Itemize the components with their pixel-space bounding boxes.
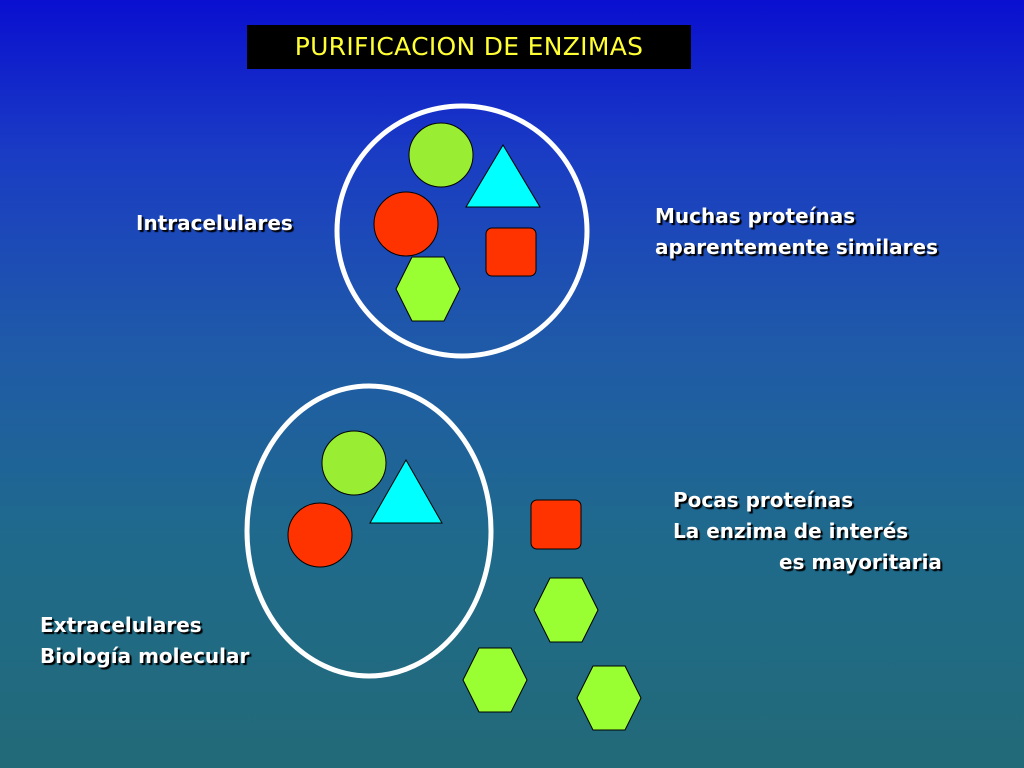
intracelulares-text: Intracelulares [136, 211, 293, 235]
red-square-top [485, 227, 537, 277]
label-muchas-proteinas: Muchas proteínas aparentemente similares [655, 201, 938, 263]
green-circle-bottom [321, 430, 387, 496]
red-square-released [530, 499, 582, 550]
pocas-line-2: La enzima de interés [673, 519, 909, 543]
red-circle-bottom [287, 502, 353, 568]
cyan-triangle-bottom [369, 458, 443, 524]
green-hexagon-released-3 [576, 665, 642, 731]
green-hexagon-released-1 [533, 577, 599, 643]
label-extracelulares: Extracelulares Biología molecular [40, 610, 249, 672]
biologia-text: Biología molecular [40, 644, 250, 668]
page-title: PURIFICACION DE ENZIMAS [247, 25, 691, 69]
pocas-line-1: Pocas proteínas [673, 488, 854, 512]
pocas-line-3: es mayoritaria [779, 550, 942, 574]
extracelulares-text: Extracelulares [40, 613, 202, 637]
muchas-line-1: Muchas proteínas [655, 204, 856, 228]
label-intracelulares: Intracelulares [136, 208, 293, 239]
muchas-line-2: aparentemente similares [655, 235, 938, 259]
cyan-triangle-top [465, 144, 541, 208]
green-hexagon-top [395, 256, 461, 322]
cell-outline-bottom [244, 383, 494, 679]
green-hexagon-released-2 [462, 647, 528, 713]
label-pocas-proteinas: Pocas proteínas La enzima de interés es … [673, 485, 942, 578]
green-circle-top [408, 122, 474, 188]
red-circle-top [373, 191, 439, 257]
cell-outline-top [334, 103, 590, 359]
